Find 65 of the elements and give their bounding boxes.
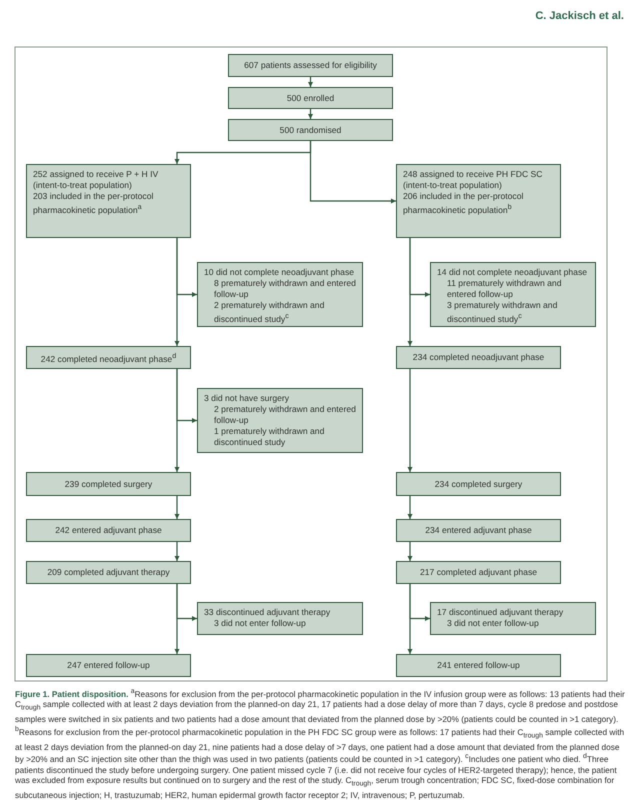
flow-box bbox=[396, 561, 561, 584]
flow-box bbox=[26, 519, 191, 542]
box-text: 234 completed neoadjuvant phase bbox=[412, 352, 544, 363]
flow-box bbox=[396, 472, 561, 496]
flow-box bbox=[396, 346, 561, 369]
flow-box bbox=[26, 561, 191, 584]
arrow bbox=[174, 369, 180, 472]
box-text: 607 patients assessed for eligibility bbox=[244, 60, 377, 71]
flow-box bbox=[228, 119, 393, 141]
flow-box bbox=[197, 388, 363, 453]
flow-box bbox=[396, 654, 561, 677]
flow-box bbox=[228, 87, 393, 109]
author-line: C. Jackisch et al. bbox=[535, 10, 624, 22]
flow-box bbox=[26, 654, 191, 677]
arrow bbox=[174, 496, 180, 519]
box-text: 17 discontinued adjuvant therapy bbox=[437, 607, 564, 618]
box-text: 239 completed surgery bbox=[64, 478, 152, 490]
arrow bbox=[308, 77, 313, 87]
flow-box bbox=[197, 602, 363, 635]
sub-item-text: 1 prematurely withdrawn and discontinued study bbox=[213, 426, 326, 448]
box-text: 242 completed neoadjuvant phase$^{d}$ bbox=[40, 350, 176, 364]
box-text: 234 entered adjuvant phase bbox=[425, 525, 532, 536]
flow-box bbox=[26, 472, 191, 496]
sub-item-text: 3 did not enter follow-up bbox=[446, 618, 540, 629]
arrow bbox=[408, 238, 412, 346]
arrow bbox=[174, 584, 180, 654]
box-text: 242 entered adjuvant phase bbox=[55, 525, 162, 536]
box-text: 500 enrolled bbox=[286, 92, 334, 104]
sub-item-text: 2 prematurely withdrawn and discontinued study$^{c}$ bbox=[213, 300, 326, 325]
flow-box bbox=[396, 519, 561, 542]
flow-box bbox=[26, 164, 191, 238]
sub-item-text: 2 prematurely withdrawn and entered follow-up bbox=[213, 404, 356, 426]
arrow bbox=[174, 542, 180, 561]
box-text: 234 completed surgery bbox=[434, 478, 522, 490]
box-text: 252 assigned to receive P + H IV (intent-to-treat population) bbox=[33, 169, 160, 191]
arrow bbox=[310, 141, 396, 204]
box-text: 14 did not complete neoadjuvant phase bbox=[437, 267, 588, 278]
figure-caption: Figure 1. Patient disposition. $^{a}$Reasons for exclusion from the per-protocol pharmacokinetic population in the IV infusion group were as follows: 13 patients had their C$_{trough}$ sample collected with at least 2 days deviation from the planned-on day 21, 17 patients had a dose delay of more than 7 days, cycle 8 predose and postdose samples were switched in six patients and two patients had a dose amount that deviated from the planned dose by >20% (patients could be counted in >1 category). $^{b}$Reasons for exclusion from the per-protocol pharmacokinetic population in the PH FDC SC group were as follows: 17 patients had their C$_{trough}$ sample collected with at least 2 days deviation from the planned-on day 21, nine patients had a dose delay of >7 days, one patient had a dose amount that deviated from the planned dose by >20% and an SC injection site other than the thigh was used in two patients (patients could be counted in >1 category). $^{c}$Includes one patient who died. $^{d}$Three patients discontinued the study before undergoing surgery. One patient missed cycle 7 (i.e. did not receive four cycles of HER2-targeted therapy); hence, the patient was excluded from exposure results but continued on to surgery and the rest of the study. C$_{trough}$, serum trough concentration; FDC SC, fixed-dose combination for subcutaneous injection; H, trastuzumab; HER2, human epidermal growth factor receptor 2; IV, intravenous; P, pertuzumab. bbox=[15, 687, 626, 800]
box-text: 247 entered follow-up bbox=[67, 660, 150, 671]
box-text: 3 did not have surgery bbox=[204, 393, 290, 404]
box-text: 10 did not complete neoadjuvant phase bbox=[204, 267, 356, 278]
sub-item-text: 3 prematurely withdrawn and discontinued study$^{c}$ bbox=[446, 300, 558, 325]
box-text: 33 discontinued adjuvant therapy bbox=[204, 607, 332, 618]
box-text: 209 completed adjuvant therapy bbox=[47, 567, 170, 578]
box-text: 241 entered follow-up bbox=[437, 660, 520, 671]
arrow bbox=[408, 496, 412, 519]
sub-item-text: 8 prematurely withdrawn and entered follow-up bbox=[213, 278, 356, 300]
box-text: 206 included in the per-protocol pharmacokinetic population$^{b}$ bbox=[403, 191, 524, 216]
sub-item-text: 11 prematurely withdrawn and entered follow-up bbox=[446, 278, 562, 300]
flow-box bbox=[197, 262, 363, 327]
flow-box bbox=[430, 262, 596, 327]
flow-box bbox=[228, 54, 393, 77]
flow-box bbox=[396, 164, 561, 238]
flow-box bbox=[26, 346, 191, 369]
box-text: 500 randomised bbox=[280, 124, 342, 136]
arrow bbox=[408, 584, 412, 654]
box-text: 217 completed adjuvant phase bbox=[420, 567, 538, 578]
arrow bbox=[408, 369, 412, 472]
arrow bbox=[308, 109, 313, 119]
arrow bbox=[408, 542, 412, 561]
box-text: 248 assigned to receive PH FDC SC (intent-to-treat population) bbox=[403, 169, 544, 191]
flow-box bbox=[430, 602, 596, 635]
sub-item-text: 3 did not enter follow-up bbox=[213, 618, 307, 629]
box-text: 203 included in the per-protocol pharmacokinetic population$^{a}$ bbox=[33, 191, 154, 216]
arrow bbox=[174, 238, 180, 346]
